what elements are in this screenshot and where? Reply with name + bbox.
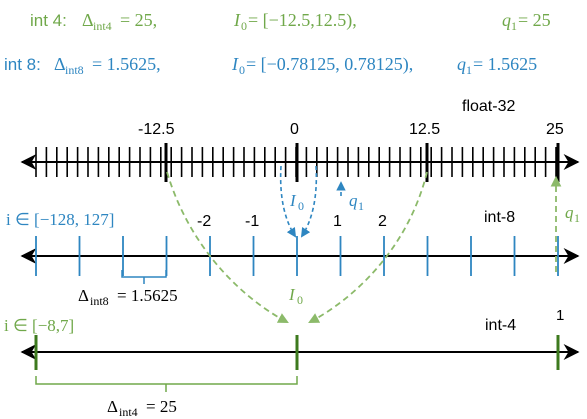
int8-q-value: = 1.5625 [473,54,537,74]
int8-axis: i ∈ [−128, 127] int-8 -2 -1 1 2 Δ int8 =… [6,191,580,308]
int4-delta-symbol: Δ [82,10,94,30]
int4-mapping-arrows [166,171,562,324]
int8-delta-symbol: Δ [54,54,66,74]
int4-delta-subscript: int4 [119,405,138,419]
int8-delta-bracket [121,270,167,278]
int4-I-subscript: 0 [241,19,247,33]
int8-tick-label-neg1: -1 [245,213,259,230]
int8-label: int 8: [4,55,41,74]
int4-I0-right-arrow [308,171,428,324]
float32-axis-name: float-32 [462,98,515,115]
int8-ticks [35,236,559,276]
int8-delta-subscript: int8 [65,63,84,77]
int4-tick-label-1: 1 [556,307,564,324]
int8-tick-label-neg2: -2 [197,213,211,230]
int8-I-value: = [−0.78125, 0.78125), [246,54,413,75]
header-line-int4: int 4: Δ int4 = 25, I 0 = [−12.5,12.5), … [30,10,551,33]
int4-q1-symbol: q [565,203,574,222]
int4-delta-value: = 25 [146,397,177,416]
int8-delta-subscript: int8 [90,294,109,308]
int8-q-subscript: 1 [466,63,472,77]
int8-q1-subscript: 1 [358,199,364,213]
int4-q1-subscript: 1 [574,211,580,225]
int8-q-symbol: q [457,54,466,74]
int8-delta-value: = 1.5625 [117,286,178,305]
int4-I-symbol: I [233,10,241,30]
int8-I0-subscript: 0 [298,199,304,213]
int8-axis-name: int-8 [484,209,515,226]
int8-delta-symbol: Δ [78,286,89,305]
int8-tick-label-1: 1 [333,213,342,230]
int4-range-label: i ∈ [−8,7] [4,316,74,335]
int4-delta-bracket [35,376,298,385]
int4-axis-name: int-4 [485,317,516,334]
header-line-int8: int 8: Δ int8 = 1.5625, I 0 = [−0.78125,… [4,54,537,77]
int4-q1-label: q 1 [565,203,580,225]
int4-delta-subscript: int4 [93,19,112,33]
int8-mapping-arrows [279,165,346,238]
int4-I0-label: I 0 [288,285,303,307]
int4-delta-symbol: Δ [107,397,118,416]
int8-I0-symbol: I [289,191,297,210]
int8-I-subscript: 0 [239,63,245,77]
int8-I0-left-arrow [279,165,297,238]
float32-axis: float-32 -12.5 0 12.5 25 [20,98,580,182]
int4-I0-subscript: 0 [297,293,303,307]
int4-axis: i ∈ [−8,7] int-4 1 Δ int4 = 25 [4,307,580,419]
int8-delta-value: = 1.5625, [92,54,161,74]
float32-ticks [35,143,560,182]
int8-tick-label-2: 2 [378,213,387,230]
int4-q-symbol: q [502,10,511,30]
int8-I-symbol: I [231,54,239,74]
float-tick-label-0: 0 [290,121,299,138]
int4-delta-value: = 25, [120,10,157,30]
int4-q-subscript: 1 [511,19,517,33]
int8-range-label: i ∈ [−128, 127] [6,210,114,229]
int8-q1-symbol: q [349,191,358,210]
float-tick-label-12-5: 12.5 [409,121,440,138]
int4-I-value: = [−12.5,12.5), [248,10,357,31]
float-tick-label-25: 25 [546,121,564,138]
int4-label: int 4: [30,11,67,30]
int8-I0-right-arrow [300,165,318,238]
int4-I0-left-arrow [166,171,289,324]
float-tick-label-neg12-5: -12.5 [138,121,175,138]
int4-I0-symbol: I [288,285,296,304]
int4-q-value: = 25 [518,10,551,30]
